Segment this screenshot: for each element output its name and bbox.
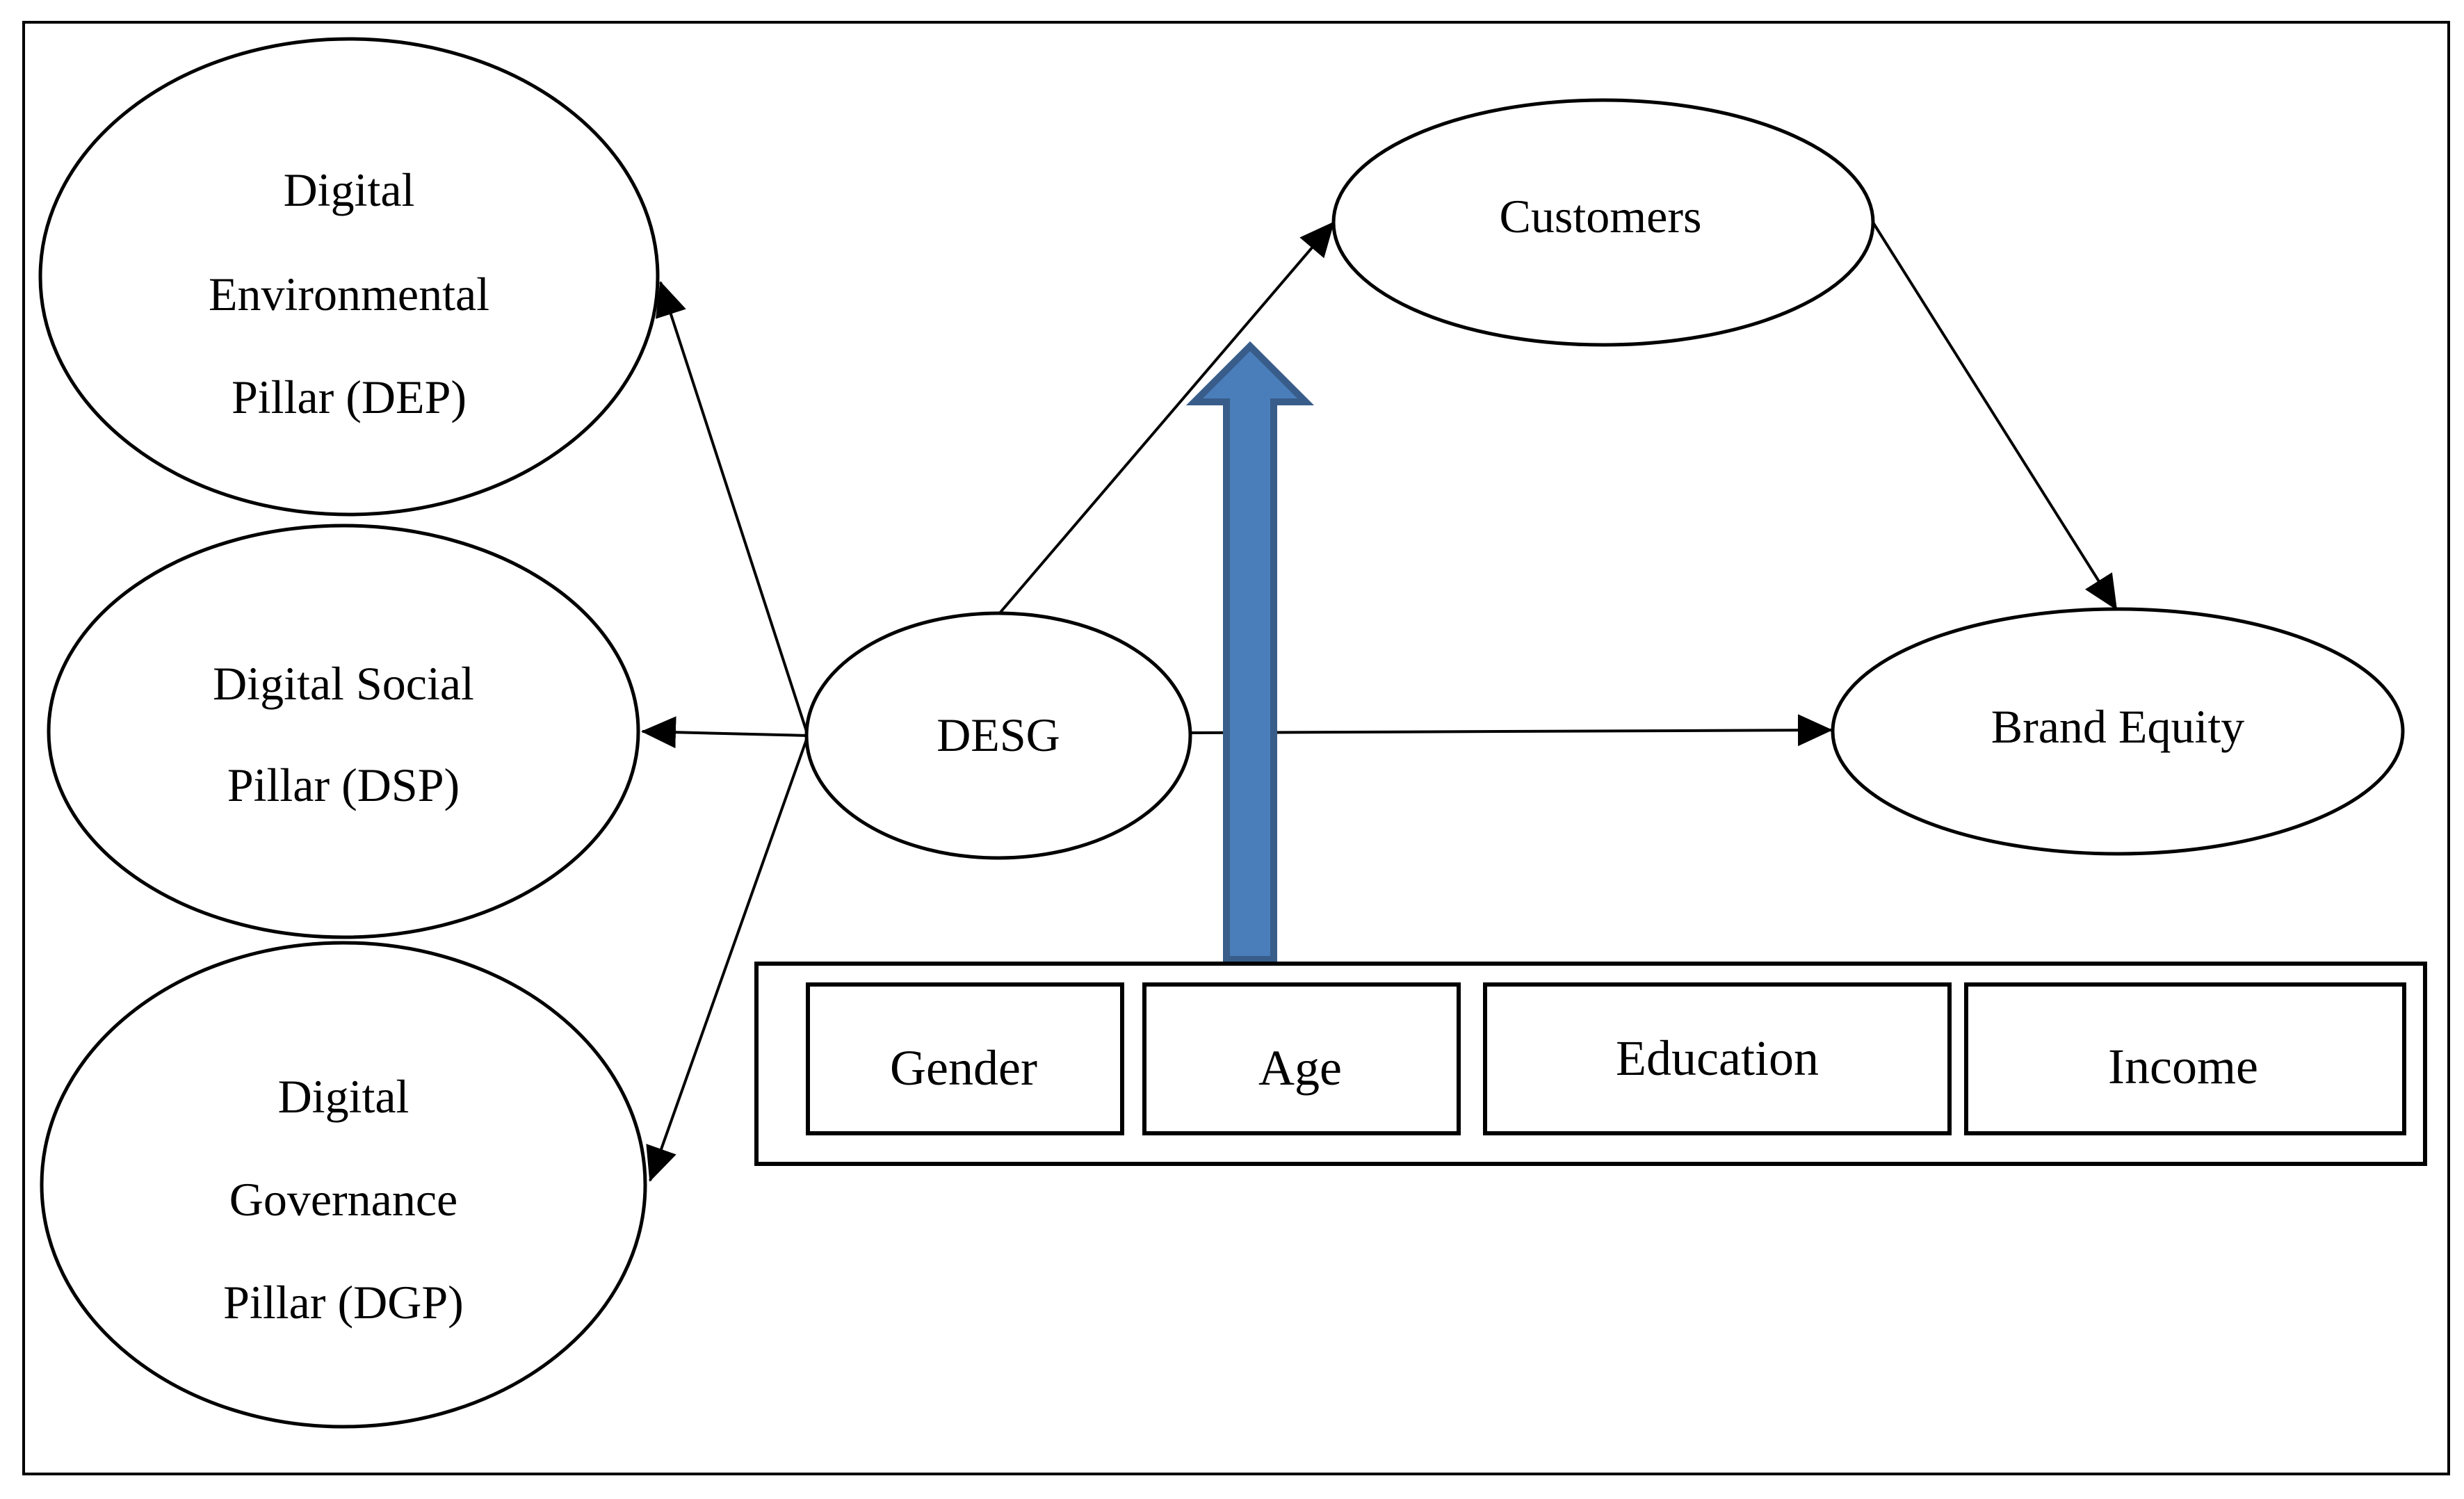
pillar-dep-line-3: Pillar (DEP) bbox=[232, 371, 467, 423]
moderator-education-label: Education bbox=[1616, 1030, 1819, 1086]
node-customers-label: Customers bbox=[1500, 190, 1702, 243]
node-brand-equity: Brand Equity bbox=[1831, 607, 2405, 856]
moderator-block-arrow bbox=[1185, 341, 1315, 963]
pillar-dgp-line-1: Digital bbox=[278, 1070, 410, 1123]
arrow-desg-to-dgp bbox=[646, 735, 809, 1182]
moderator-age-label: Age bbox=[1258, 1040, 1342, 1096]
pillar-dep: Digital Environmental Pillar (DEP) bbox=[38, 37, 660, 517]
outer-frame bbox=[22, 21, 2450, 1475]
node-brand-equity-label: Brand Equity bbox=[1991, 700, 2245, 753]
pillar-dep-line-1: Digital bbox=[284, 163, 415, 216]
pillar-dgp: Digital Governance Pillar (DGP) bbox=[40, 941, 647, 1429]
moderators-group: Gender Age Education Income bbox=[754, 962, 2427, 1166]
moderator-income: Income bbox=[1964, 982, 2406, 1135]
arrow-desg-to-brand-equity bbox=[1187, 714, 1833, 747]
node-desg-label: DESG bbox=[937, 708, 1060, 761]
pillar-dsp-line-1: Digital Social bbox=[213, 657, 474, 710]
arrow-desg-to-dep bbox=[655, 281, 809, 736]
pillar-dgp-line-2: Governance bbox=[229, 1173, 457, 1226]
arrow-customers-to-brand-equity bbox=[1872, 221, 2118, 610]
pillar-dgp-line-3: Pillar (DGP) bbox=[223, 1276, 464, 1329]
pillar-dep-line-2: Environmental bbox=[209, 268, 489, 321]
pillar-dsp: Digital Social Pillar (DSP) bbox=[47, 524, 640, 939]
moderator-age: Age bbox=[1142, 982, 1461, 1135]
arrow-desg-to-customers bbox=[997, 221, 1335, 616]
moderator-education: Education bbox=[1483, 982, 1952, 1135]
moderator-gender: Gender bbox=[806, 982, 1124, 1135]
moderator-income-label: Income bbox=[2108, 1039, 2258, 1094]
node-desg: DESG bbox=[804, 611, 1192, 860]
pillar-dsp-line-2: Pillar (DSP) bbox=[227, 759, 460, 811]
moderator-gender-label: Gender bbox=[890, 1040, 1037, 1096]
node-customers: Customers bbox=[1331, 98, 1875, 347]
arrow-desg-to-dsp bbox=[641, 716, 809, 749]
